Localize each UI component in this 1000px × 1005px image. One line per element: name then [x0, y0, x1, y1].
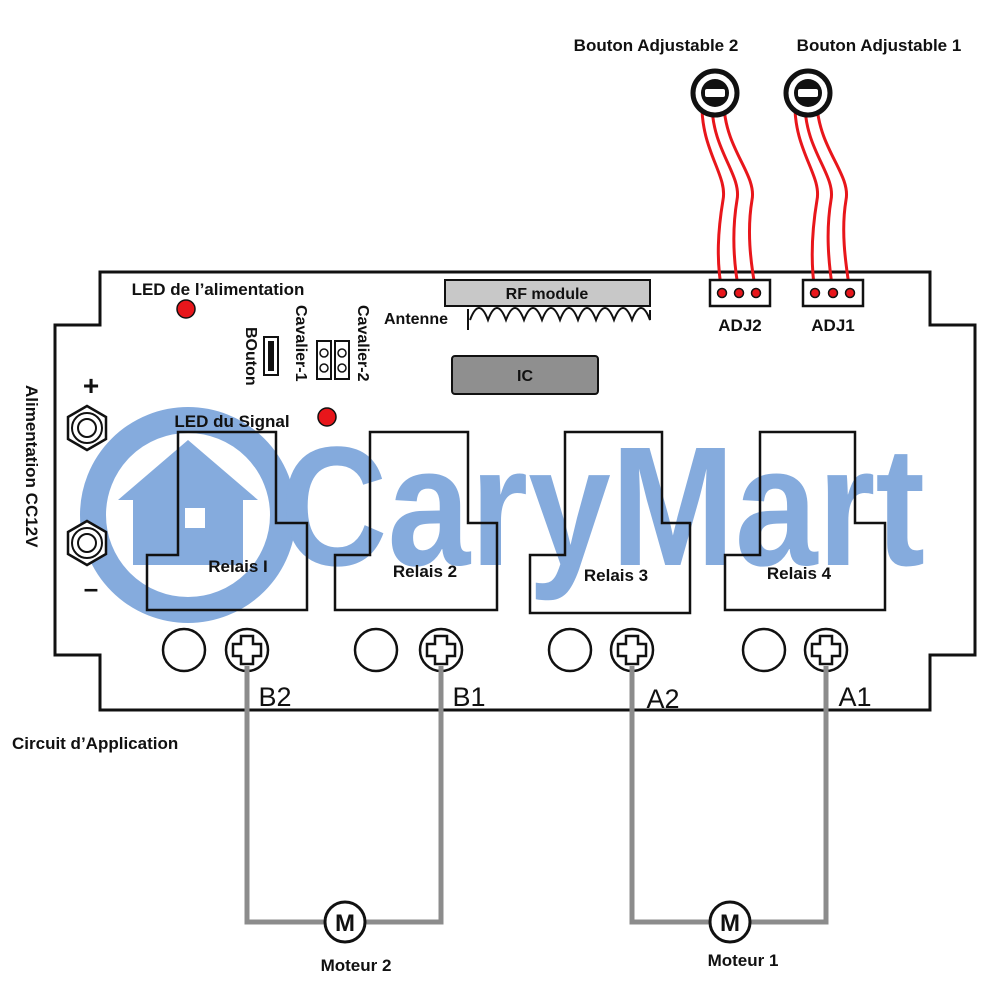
jumper-1-label: Cavalier-1 [292, 305, 309, 382]
adj1-wire-b [803, 103, 835, 293]
power-supply-label: Alimentation CC12V [22, 385, 41, 548]
watermark-window [185, 508, 205, 528]
power-led-label: LED de l’alimentation [132, 280, 305, 299]
power-minus-terminal[interactable] [66, 519, 108, 567]
screw-cross-icon [810, 634, 842, 666]
plus-label: + [83, 370, 99, 401]
adj2-wire-b [710, 103, 741, 293]
relay-4-label: Relais 4 [767, 564, 832, 583]
adj1-wire-a [793, 99, 820, 293]
screw-cross-icon [616, 634, 648, 666]
button-label: BOuton [242, 327, 259, 386]
board-outline [53, 270, 977, 712]
board-button[interactable] [263, 336, 279, 376]
relay-3: Relais 3 [528, 430, 692, 615]
motor-1-icon: M [708, 900, 752, 944]
adj1-label: ADJ1 [811, 316, 854, 335]
relay-1-label: Relais I [208, 557, 268, 576]
relay-2: Relais 2 [333, 430, 499, 612]
watermark-house-icon [118, 440, 258, 565]
mounting-hole [741, 627, 787, 673]
relays: Relais I Relais 2 Relais 3 Relais 4 [145, 430, 887, 615]
power-plus-terminal[interactable] [66, 404, 108, 452]
minus-label: – [84, 573, 98, 603]
signal-led-label: LED du Signal [174, 412, 289, 431]
mounting-hole [161, 627, 207, 673]
terminal-label: A1 [838, 682, 871, 712]
rf-module-label: RF module [506, 286, 589, 303]
motor-1-wire-left [629, 666, 710, 925]
terminal-label: B2 [258, 682, 291, 712]
relay-outline [528, 430, 692, 615]
terminal-b2[interactable]: B2 [161, 627, 292, 712]
motor-2-wire-right [365, 666, 444, 925]
signal-led-icon [317, 407, 337, 427]
adj2-wire-a [700, 99, 726, 293]
adj1-wire-c [815, 105, 852, 293]
terminal-label: B1 [452, 682, 485, 712]
relay-2-label: Relais 2 [393, 562, 457, 581]
terminal-label: A2 [646, 684, 679, 714]
motor-2-label: Moteur 2 [321, 956, 392, 975]
motor-2-icon: M [323, 900, 367, 944]
adj2-wire-c [722, 105, 758, 293]
adjust-button-1-icon[interactable] [783, 68, 833, 118]
motor-1-symbol: M [720, 910, 740, 937]
jumper-2[interactable] [334, 340, 350, 380]
terminals: B2 B1 A2 A1 [161, 627, 872, 714]
antenna-coil [469, 307, 651, 323]
ic-label: IC [517, 368, 533, 385]
adjust-wires [700, 99, 852, 293]
watermark-text: CaryMart [280, 412, 925, 602]
adjust-button-1-label: Bouton Adjustable 1 [797, 36, 962, 55]
adjust-button-2-label: Bouton Adjustable 2 [574, 36, 739, 55]
relay-3-label: Relais 3 [584, 566, 648, 585]
relay-4: Relais 4 [723, 430, 887, 612]
relay-outline [145, 430, 309, 612]
mounting-hole [353, 627, 399, 673]
relay-1: Relais I [145, 430, 309, 612]
jumper-1[interactable] [316, 340, 332, 380]
relay-outline [333, 430, 499, 612]
terminal-b1[interactable]: B1 [353, 627, 486, 712]
screw-cross-icon [231, 634, 263, 666]
terminal-a1[interactable]: A1 [741, 627, 872, 712]
adjust-button-2-icon[interactable] [690, 68, 740, 118]
mounting-hole [547, 627, 593, 673]
adj2-connector [708, 278, 772, 308]
motor-1-wire-right [750, 666, 829, 925]
motor-2-wire-left [244, 666, 325, 925]
screw-cross-icon [425, 634, 457, 666]
adj1-connector [801, 278, 865, 308]
motor-wires [244, 666, 829, 925]
motor-1-label: Moteur 1 [708, 951, 779, 970]
adj2-label: ADJ2 [718, 316, 761, 335]
application-circuit-label: Circuit d’Application [12, 734, 178, 753]
terminal-a2[interactable]: A2 [547, 627, 680, 714]
jumper-2-label: Cavalier-2 [354, 305, 371, 382]
relay-outline [723, 430, 887, 612]
rf-module [444, 279, 651, 307]
motor-2-symbol: M [335, 910, 355, 937]
ic-chip [451, 355, 599, 395]
antenna-label: Antenne [384, 311, 448, 328]
power-led-icon [176, 299, 196, 319]
